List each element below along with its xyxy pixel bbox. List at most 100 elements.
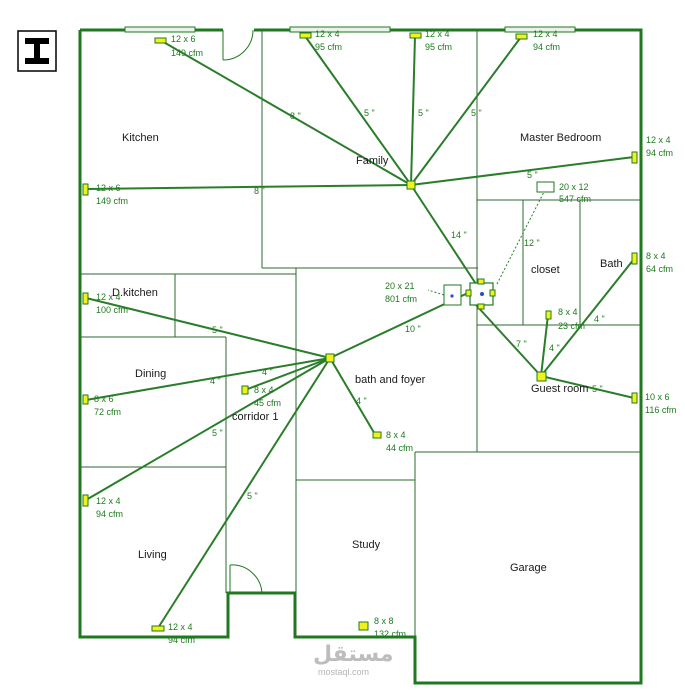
register-flow: 95 cfm	[425, 42, 452, 52]
duct-corridor	[244, 357, 331, 391]
duct-size-label: 5 "	[212, 428, 223, 438]
room-garage: Garage	[510, 562, 547, 574]
room-corridor: corridor 1	[232, 411, 278, 423]
duct-size-label: 14 "	[451, 230, 467, 240]
duct-size-label: 4 "	[356, 396, 367, 406]
room-bath: Bath	[600, 258, 623, 270]
duct-size-label: 10 "	[405, 324, 421, 334]
register-size: 12 x 4	[96, 292, 121, 302]
duct-guest-trunk	[475, 304, 542, 377]
duct-kitchen-left	[85, 184, 412, 190]
duct-size-label: 7 "	[516, 339, 527, 349]
duct-foyer	[329, 357, 377, 437]
register-size: 8 x 4	[386, 430, 406, 440]
duct-size-label: 5 "	[527, 170, 538, 180]
junction-guest	[536, 371, 547, 382]
register-flow: 149 cfm	[171, 48, 203, 58]
register-flow: 801 cfm	[385, 294, 417, 304]
register-labels: 12 x 6 149 cfm 12 x 4 95 cfm 12 x 4 95 c…	[94, 29, 676, 645]
register-flow: 44 cfm	[386, 443, 413, 453]
room-kitchen: Kitchen	[122, 132, 159, 144]
register-flow: 116 cfm	[645, 405, 676, 415]
return-grille-closet	[536, 181, 555, 193]
duct-family-1	[304, 35, 412, 186]
register-size: 12 x 6	[96, 183, 121, 193]
register-size: 20 x 12	[559, 182, 589, 192]
duct-size-label: 8 "	[290, 111, 301, 121]
junction-foyer	[325, 353, 335, 363]
duct-master-right	[410, 156, 635, 186]
register-flow: 23 cfm	[558, 321, 585, 331]
duct-size-label: 5 "	[592, 384, 603, 394]
register-flow: 132 cfm	[374, 629, 406, 639]
room-living: Living	[138, 549, 167, 561]
register-flow: 149 cfm	[96, 196, 128, 206]
duct-guest-right	[540, 375, 635, 399]
room-d-kitchen: D.kitchen	[112, 287, 158, 299]
register-flow: 64 cfm	[646, 264, 673, 274]
register-size: 8 x 4	[558, 307, 578, 317]
room-closet: closet	[531, 264, 560, 276]
duct-kitchen-top	[159, 39, 412, 186]
duct-size-label: 5 "	[418, 108, 429, 118]
register-size: 8 x 4	[646, 251, 666, 261]
room-guest-room: Guest room	[531, 383, 588, 395]
room-labels: Kitchen Family Master Bedroom closet Bat…	[112, 132, 623, 574]
windows	[124, 26, 576, 33]
room-family: Family	[356, 155, 389, 167]
room-bath-foyer: bath and foyer	[355, 374, 426, 386]
duct-master-top	[410, 36, 522, 186]
room-master-bedroom: Master Bedroom	[520, 132, 601, 144]
register-size: 8 x 6	[94, 394, 114, 404]
watermark: مستقل mostaql.com	[313, 642, 393, 677]
register-size: 12 x 4	[425, 29, 450, 39]
fittings	[325, 180, 547, 382]
i-beam-icon	[17, 30, 57, 72]
register-size: 12 x 6	[171, 34, 196, 44]
register-size: 10 x 6	[645, 392, 670, 402]
register-flow: 45 cfm	[254, 398, 281, 408]
duct-size-label: 5 "	[247, 491, 258, 501]
duct-size-label: 5 "	[364, 108, 375, 118]
duct-trunk-upper	[410, 184, 477, 285]
watermark-latin: mostaql.com	[318, 667, 369, 677]
room-dining: Dining	[135, 368, 166, 380]
watermark-arabic: مستقل	[313, 642, 393, 667]
room-study: Study	[352, 539, 381, 551]
register-flow: 94 cfm	[168, 635, 195, 645]
duct-size-label: 4 "	[549, 343, 560, 353]
register-flow: 94 cfm	[646, 148, 673, 158]
junction-family	[406, 180, 416, 190]
register-size: 8 x 4	[254, 385, 274, 395]
register-size: 20 x 21	[385, 281, 415, 291]
register-size: 12 x 4	[533, 29, 558, 39]
register-size: 8 x 8	[374, 616, 394, 626]
duct-size-label: 5 "	[212, 325, 223, 335]
register-size: 12 x 4	[96, 496, 121, 506]
duct-guest-small	[540, 314, 549, 377]
register-symbols	[82, 32, 638, 632]
register-flow: 95 cfm	[315, 42, 342, 52]
duct-size-label: 12 "	[524, 238, 540, 248]
duct-size-labels: 8 " 5 " 5 " 5 " 8 " 14 " 5 " 12 " 10 " 5…	[210, 108, 605, 501]
register-flow: 94 cfm	[533, 42, 560, 52]
duct-family-2	[410, 35, 416, 186]
register-size: 12 x 4	[168, 622, 193, 632]
duct-size-label: 5 "	[471, 108, 482, 118]
duct-size-label: 8 "	[254, 186, 265, 196]
duct-living	[85, 357, 331, 501]
register-flow: 72 cfm	[94, 407, 121, 417]
register-flow: 100 cfm	[96, 305, 128, 315]
duct-size-label: 4 "	[210, 376, 221, 386]
register-flow: 547 cfm	[559, 194, 591, 204]
duct-dkitchen	[85, 297, 331, 359]
duct-dining	[85, 357, 331, 401]
duct-network	[85, 35, 635, 629]
duct-bath	[540, 258, 635, 377]
door-swing	[222, 29, 263, 595]
register-size: 12 x 4	[646, 135, 671, 145]
duct-living-bottom	[157, 357, 331, 629]
register-flow: 94 cfm	[96, 509, 123, 519]
air-handler-unit	[443, 181, 555, 310]
